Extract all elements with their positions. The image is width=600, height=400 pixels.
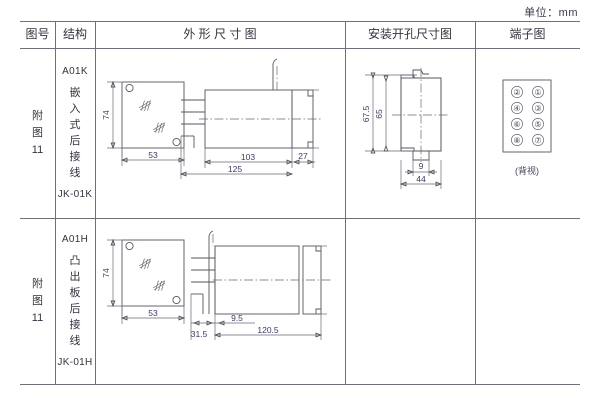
row-2-structure-code-bottom: JK-01H	[57, 357, 93, 368]
drawing-table: 图号 结构 外 形 尺 寸 图 安装开孔尺寸图 端子图 附 图 11 A01K …	[20, 21, 580, 385]
row-2-structure-name-char-1: 凸	[69, 255, 81, 267]
terminal-7: ⑦	[534, 136, 541, 145]
row-1-mount-dim-65: 65	[374, 109, 384, 119]
header-mounting-hole: 安装开孔尺寸图	[367, 27, 452, 41]
header-bottom-rule	[20, 48, 580, 49]
row-2-structure-name-char-3: 板	[69, 287, 81, 299]
row-1-outline-drawing: 74 53	[95, 48, 345, 218]
terminal-1: ①	[534, 88, 541, 97]
row-1-structure-name: 嵌 入 式 后 接 线	[70, 85, 81, 181]
column-rule-3	[345, 21, 346, 385]
table-bottom-rule	[20, 384, 580, 385]
row-1-structure-name-char-4: 后	[69, 135, 81, 147]
row-1-fig-no-char-1: 附	[32, 109, 43, 122]
row-1-fig-no-char-3: 11	[31, 143, 44, 156]
unit-note: 单位：mm	[524, 7, 578, 19]
row-2-fig-no: 附 图 11	[20, 218, 55, 384]
row-1-structure-name-char-1: 嵌	[69, 87, 81, 99]
row-2-structure-name-char-6: 线	[69, 335, 81, 347]
row-2-side-front-flange-dim: 31.5	[191, 329, 208, 339]
row-1-mount-dim-44: 44	[416, 174, 426, 184]
terminal-view-caption: (背视)	[515, 165, 539, 176]
row-1-side-body-dim: 103	[241, 152, 255, 162]
row-divider-rule	[20, 218, 580, 219]
row-1-structure: A01K 嵌 入 式 后 接 线 JK-01K	[55, 48, 95, 218]
row-2-structure: A01H 凸 出 板 后 接 线 JK-01H	[55, 218, 95, 384]
terminal-8: ⑧	[513, 136, 520, 145]
header-fig-no: 图号	[25, 27, 50, 41]
column-rule-2	[95, 21, 96, 385]
row-1-front-height-dim: 74	[101, 110, 111, 120]
row-1-mounting-hole-drawing: 67.5 65 9 44	[345, 48, 475, 218]
terminal-3: ③	[534, 104, 541, 113]
header-terminal-diagram: 端子图	[509, 27, 546, 41]
header-structure: 结构	[62, 27, 87, 41]
table-top-rule	[20, 21, 580, 22]
row-1-mount-dim-675: 67.5	[361, 105, 371, 122]
row-2-structure-name-char-4: 后	[69, 303, 81, 315]
row-1-front-width-dim: 53	[148, 150, 158, 160]
column-rule-4	[475, 21, 476, 385]
row-1-structure-name-char-2: 入	[69, 103, 81, 115]
column-rule-1	[55, 21, 56, 385]
row-2-front-height-dim: 74	[101, 268, 111, 278]
row-1-mount-dim-9: 9	[419, 161, 424, 171]
row-1-terminal-diagram: ② ④ ⑥ ⑧ ① ③ ⑤ ⑦ (背视)	[475, 48, 580, 218]
row-1-side-rear-dim: 27	[298, 151, 308, 161]
row-1-side-total-dim: 125	[228, 164, 242, 174]
row-2-side-offset-dim: 9.5	[231, 313, 243, 323]
row-2-structure-code-top: A01H	[61, 234, 89, 245]
row-2-structure-name: 凸 出 板 后 接 线	[70, 253, 81, 349]
row-2-fig-no-char-3: 11	[31, 311, 44, 324]
row-1-structure-code-bottom: JK-01K	[57, 189, 93, 200]
row-1-fig-no-char-2: 图	[32, 126, 43, 139]
row-1-structure-name-char-3: 式	[69, 119, 81, 131]
row-2-fig-no-char-1: 附	[32, 277, 43, 290]
terminal-4: ④	[513, 104, 520, 113]
row-1-structure-name-char-5: 接	[69, 151, 81, 163]
row-2-structure-name-char-2: 出	[69, 271, 81, 283]
row-2-outline-drawing: 74 53	[95, 218, 345, 384]
header-outline-dim: 外 形 尺 寸 图	[183, 27, 257, 41]
row-1-structure-name-char-6: 线	[69, 167, 81, 179]
terminal-right-column: ① ③ ⑤ ⑦	[532, 86, 544, 146]
row-2-structure-name-char-5: 接	[69, 319, 81, 331]
row-1-structure-code-top: A01K	[62, 66, 88, 77]
terminal-2: ②	[513, 88, 520, 97]
row-2-side-body-dim: 120.5	[257, 325, 279, 335]
row-1-fig-no: 附 图 11	[20, 48, 55, 218]
row-2-fig-no-char-2: 图	[32, 294, 43, 307]
terminal-5: ⑤	[534, 120, 541, 129]
row-2-front-width-dim: 53	[148, 308, 158, 318]
terminal-6: ⑥	[513, 120, 520, 129]
terminal-left-column: ② ④ ⑥ ⑧	[511, 86, 523, 146]
